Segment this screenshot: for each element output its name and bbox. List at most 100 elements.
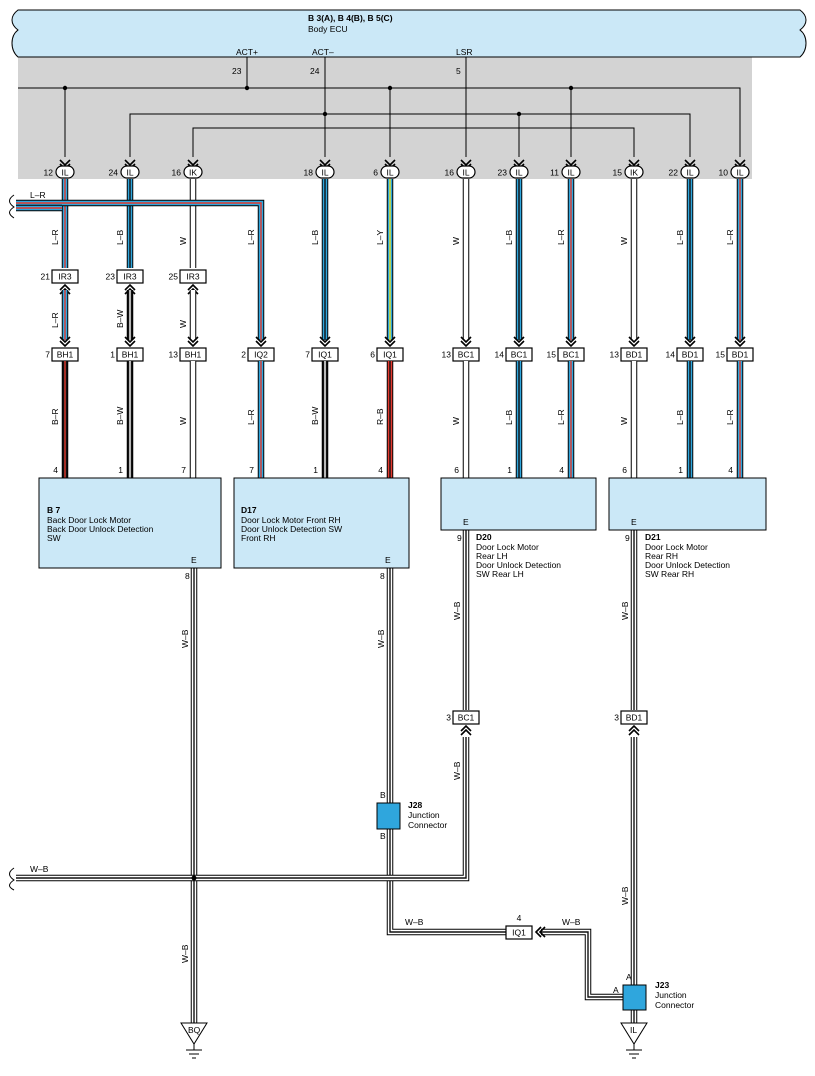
- ir3-wire-label-2: W: [178, 320, 188, 328]
- ecu-pin-7-label: IL: [567, 168, 574, 178]
- mid-chevron-3: [255, 336, 267, 348]
- junction-j28-pin-bottom: B: [380, 831, 386, 841]
- upper-wire-label-11: L–R: [725, 229, 735, 245]
- ecu-pin-6-label: IL: [515, 168, 522, 178]
- junction-j23-pin-side: A: [613, 985, 619, 995]
- junction-j23-code: J23: [655, 980, 669, 990]
- ecu-pin-3-oval: [315, 165, 335, 179]
- upper-wire-label-5: L–Y: [375, 230, 385, 245]
- ground-wire-iq1: [541, 928, 623, 1001]
- mid-connector-8-label: BC1: [563, 350, 580, 360]
- ecu-pin-8-label: IK: [630, 168, 638, 178]
- device-b7-ground-terminal: E: [191, 555, 197, 565]
- ecu-pin-9-oval: [680, 165, 700, 179]
- device-d17-line3: Front RH: [241, 533, 275, 543]
- ir3-connector-2-box: [179, 269, 207, 284]
- device-d21-line4: SW Rear RH: [645, 569, 694, 579]
- ecu-pin-number-7: 11: [550, 168, 559, 178]
- ecu-pin-2-label: IK: [189, 168, 197, 178]
- mid-connector-11-label: BD1: [732, 350, 749, 360]
- mid-chevron-11: [734, 336, 746, 348]
- mid-chevron-5: [384, 336, 396, 348]
- device-pin-3: 7: [249, 465, 254, 475]
- junction-j28-line1: Junction: [408, 810, 440, 820]
- device-d17-ground-pin: 8: [380, 571, 385, 581]
- junction-j23-line2: Connector: [655, 1000, 694, 1010]
- junction-j28: [376, 802, 401, 830]
- ecu-pin-5: 5: [456, 66, 461, 76]
- lower-wire-label-9: W: [619, 417, 629, 425]
- device-pin-10: 1: [678, 465, 683, 475]
- mid-connector-5-label: IQ1: [383, 350, 397, 360]
- mid-pin-10: 14: [666, 350, 676, 360]
- mid-connector-9-label: BD1: [626, 350, 643, 360]
- mid-chevron-4: [319, 336, 331, 348]
- mid-connector-6-label: BC1: [458, 350, 475, 360]
- junction-j23-pin-top: A: [626, 972, 632, 982]
- bus-junction-dots: [62, 85, 574, 117]
- left-wb-break: [9, 867, 15, 891]
- upper-wire-label-0: L–R: [50, 229, 60, 245]
- junction-j28-pin-top: B: [380, 790, 386, 800]
- device-pin-7: 1: [507, 465, 512, 475]
- mid-connector-0-label: BH1: [57, 350, 74, 360]
- ecu-pin-0-label: IL: [61, 168, 68, 178]
- ecu-pin-23: 23: [232, 66, 242, 76]
- lower-wire-label-5: R–B: [375, 408, 385, 425]
- device-d17-line2: Door Unlock Detection SW: [241, 524, 342, 534]
- mid-chevron-1: [124, 336, 136, 348]
- ground-wire-d20-lower: [16, 737, 470, 882]
- left-wire-break: [9, 194, 15, 219]
- lower-wire-label-6: W: [451, 417, 461, 425]
- ecu-terminal-act-minus: ACT–: [312, 47, 334, 57]
- upper-wire-label-2: W: [178, 237, 188, 245]
- mid-pin-8: 15: [547, 350, 557, 360]
- lower-connector-pin-0: 3: [446, 713, 451, 723]
- ecu-pin-1-label: IL: [126, 168, 133, 178]
- ir3-connector-2-label: IR3: [186, 272, 200, 282]
- device-d20-box: [440, 477, 597, 531]
- device-d21-code: D21: [645, 532, 661, 542]
- ir3-connector-0-box: [51, 269, 79, 284]
- device-d20-code: D20: [476, 532, 492, 542]
- device-pin-5: 4: [378, 465, 383, 475]
- ecu-pin-4-label: IL: [386, 168, 393, 178]
- junction-j23: [622, 984, 647, 1011]
- ecu-pin-number-10: 10: [719, 168, 729, 178]
- ir3-chevron-up-1: [124, 283, 136, 295]
- ecu-pin-number-1: 24: [109, 168, 119, 178]
- lower-connector-pin-1: 3: [614, 713, 619, 723]
- ecu-pin-6-oval: [509, 165, 529, 179]
- ecu-name-label: Body ECU: [308, 24, 348, 34]
- lower-connector-chevron-2: [534, 926, 546, 938]
- ground-wire-iq1-base: [541, 929, 623, 1000]
- ground-wire-iq1-stripe: [541, 931, 623, 998]
- mid-pin-6: 13: [442, 350, 452, 360]
- ecu-pin-number-0: 12: [44, 168, 54, 178]
- lower-connector-2-box: [505, 925, 533, 940]
- mid-pin-4: 7: [305, 350, 310, 360]
- ground-wire-iq1-outline: [541, 928, 623, 1001]
- lower-wire-label-2: W: [178, 417, 188, 425]
- mid-pin-3: 2: [241, 350, 246, 360]
- ecu-internal-bus: [18, 57, 741, 157]
- ground-wire-b7-label-1: W–B: [180, 629, 190, 648]
- ground-wire-b7-label-2: W–B: [180, 944, 190, 963]
- ecu-pin-number-4: 6: [373, 168, 378, 178]
- bundle-label-lr: L–R: [30, 190, 46, 200]
- upper-wire-label-6: W: [451, 237, 461, 245]
- lower-wire-label-10: L–B: [675, 410, 685, 425]
- ecu-pin-10-oval: [730, 165, 750, 179]
- device-d21-line3: Door Unlock Detection: [645, 560, 730, 570]
- ecu-pin-8-oval: [624, 165, 644, 179]
- device-d20-line4: SW Rear LH: [476, 569, 524, 579]
- upper-wire-label-9: W: [619, 237, 629, 245]
- device-b7-line3: SW: [47, 533, 61, 543]
- device-pin-6: 6: [454, 465, 459, 475]
- ecu-pin-number-8: 15: [613, 168, 623, 178]
- ground-wire-j28-label: W–B: [405, 917, 424, 927]
- device-d21-box: [608, 477, 767, 531]
- lower-connector-0-label: BC1: [458, 713, 475, 723]
